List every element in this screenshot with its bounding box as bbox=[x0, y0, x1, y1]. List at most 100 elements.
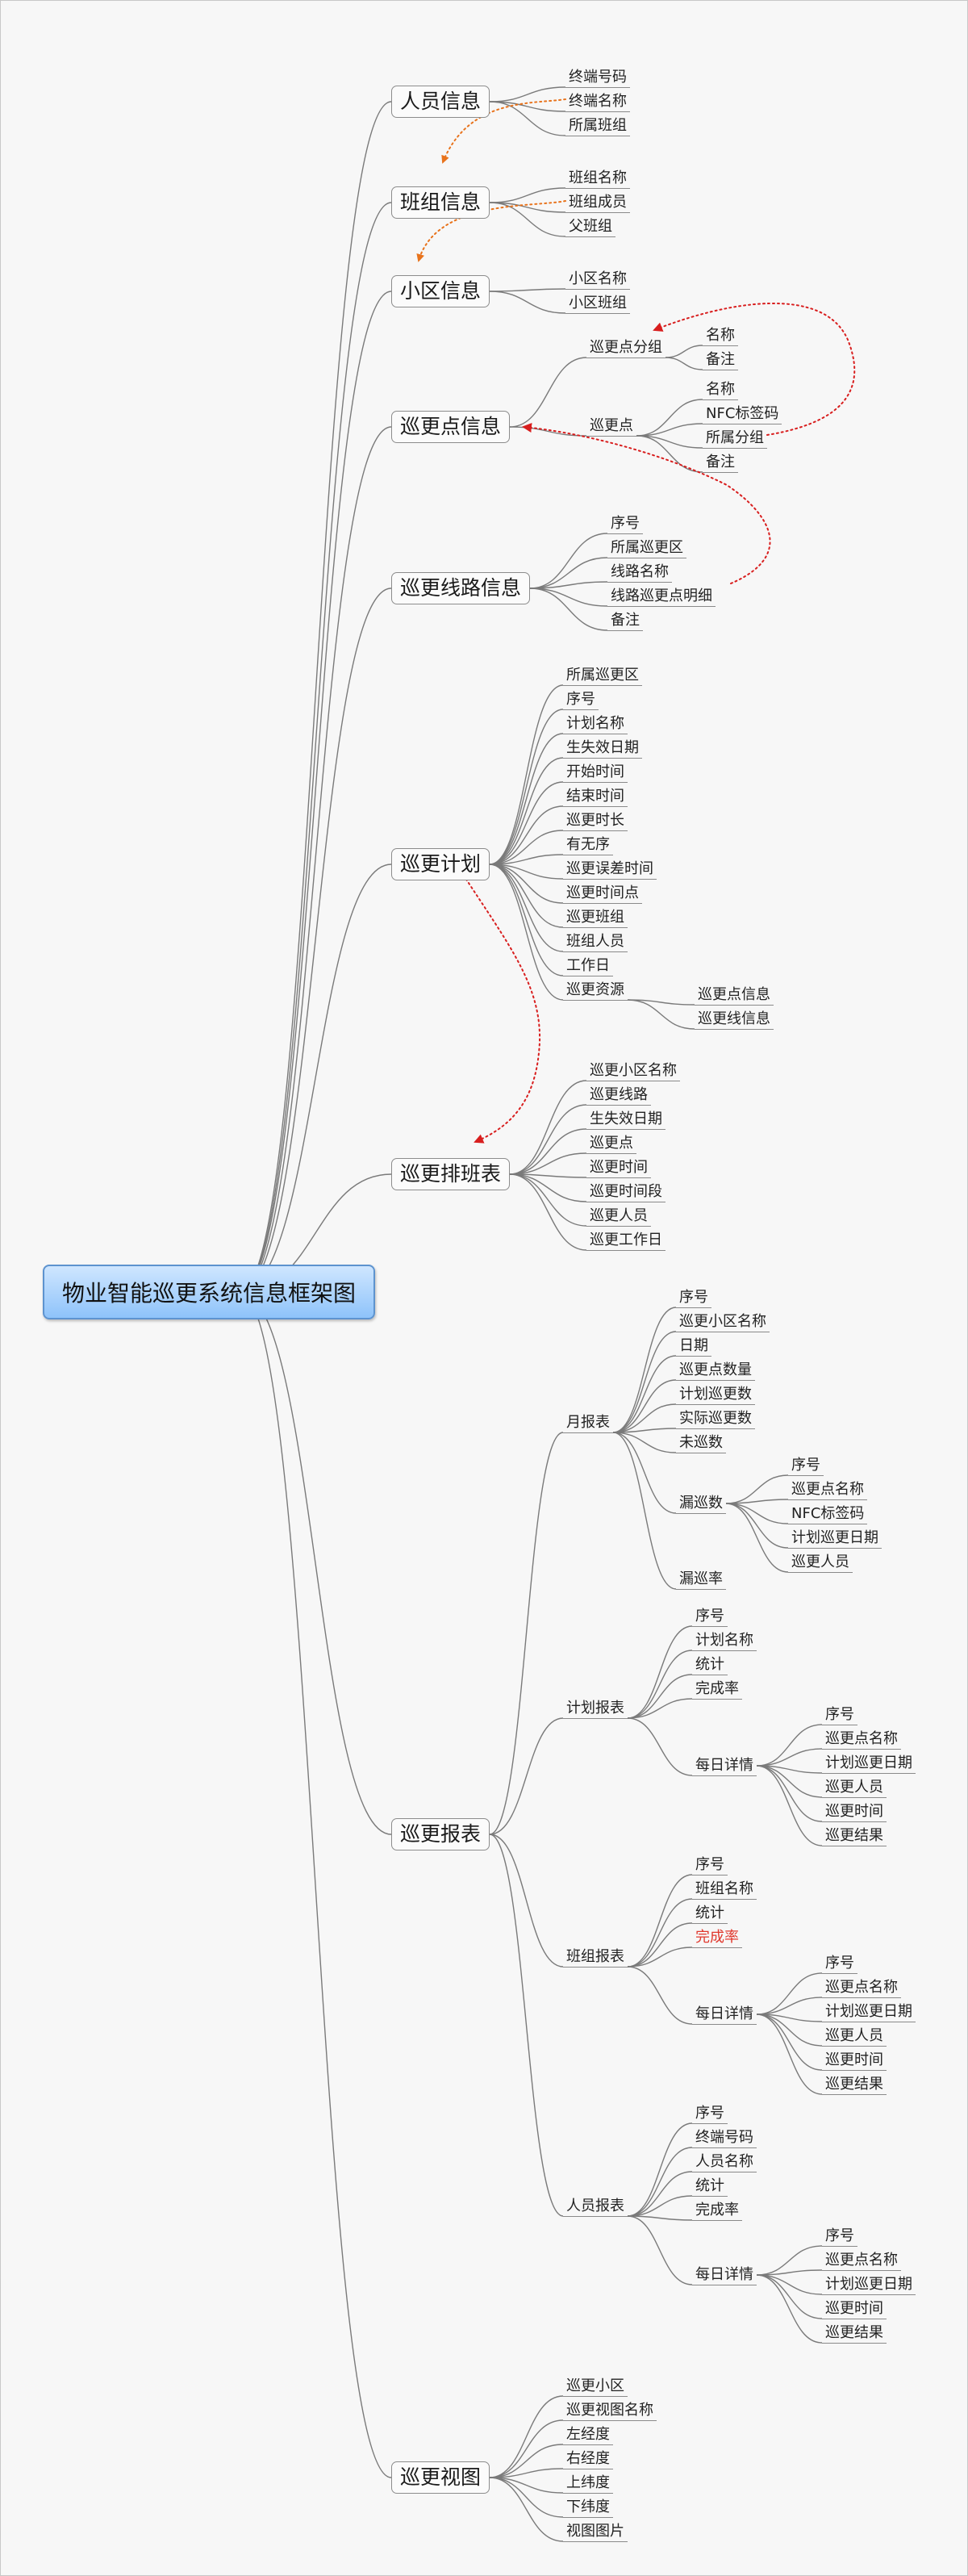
report-3-item-connector-5 bbox=[627, 2215, 693, 2285]
plan-item-connector-2 bbox=[489, 733, 564, 865]
plan-item-connector-6 bbox=[489, 830, 564, 865]
report-2-detail-3: 巡更人员 bbox=[822, 2026, 887, 2047]
branch-5: 巡更计划 bbox=[391, 848, 490, 880]
report-2-detail-2: 计划巡更日期 bbox=[822, 2002, 916, 2022]
branch-4-leaf-4: 备注 bbox=[607, 611, 643, 631]
branch-connector-2 bbox=[239, 291, 392, 1293]
report-0-item-0: 序号 bbox=[676, 1288, 711, 1308]
branch-connector-3 bbox=[239, 426, 392, 1293]
report-1-detail-connector-4 bbox=[756, 1765, 823, 1822]
branch-connector-8 bbox=[239, 1291, 392, 2478]
report-1-item-0: 序号 bbox=[692, 1607, 728, 1627]
report-3-detail-connector-2 bbox=[756, 2274, 823, 2295]
report-3-item-connector-1 bbox=[627, 2147, 693, 2217]
report-0-detail-connector-1 bbox=[725, 1499, 789, 1504]
branch-4-leaf-connector-4 bbox=[529, 588, 608, 631]
point-group-1-leaf-3: 备注 bbox=[703, 453, 738, 473]
branch-connector-7 bbox=[239, 1291, 392, 1835]
plan-item-3: 生失效日期 bbox=[563, 738, 642, 759]
report-2-detail-4: 巡更时间 bbox=[822, 2051, 887, 2071]
branch-6: 巡更排班表 bbox=[391, 1158, 511, 1190]
plan-item-connector-11 bbox=[489, 864, 564, 952]
point-group-0-leaf-1: 备注 bbox=[703, 350, 738, 370]
branch-connector-0 bbox=[239, 101, 392, 1293]
plan-item-connector-1 bbox=[489, 709, 564, 865]
report-3-detail-3: 巡更时间 bbox=[822, 2299, 887, 2319]
branch-6-leaf-connector-7 bbox=[509, 1173, 587, 1251]
point-group-1-leaf-connector-2 bbox=[636, 435, 703, 449]
branch-6-leaf-connector-4 bbox=[509, 1173, 587, 1178]
report-connector-1 bbox=[489, 1717, 564, 1835]
plan-item-10: 巡更班组 bbox=[563, 908, 628, 928]
root-node: 物业智能巡更系统信息框架图 bbox=[43, 1265, 376, 1319]
report-2-detail-connector-4 bbox=[756, 2014, 823, 2071]
report-1: 计划报表 bbox=[563, 1699, 628, 1719]
plan-item-4: 开始时间 bbox=[563, 763, 628, 783]
report-0-item-1: 巡更小区名称 bbox=[676, 1312, 770, 1332]
report-3-item-connector-2 bbox=[627, 2171, 693, 2217]
report-1-item-1: 计划名称 bbox=[692, 1631, 757, 1651]
branch-4-leaf-connector-2 bbox=[529, 581, 608, 589]
report-1-item-connector-3 bbox=[627, 1698, 693, 1719]
branch-8-leaf-connector-3 bbox=[489, 2468, 564, 2478]
branch-8-leaf-1: 巡更视图名称 bbox=[563, 2401, 657, 2421]
relation-arrow-personnel-to-team bbox=[441, 98, 566, 164]
report-2-item-0: 序号 bbox=[692, 1855, 728, 1876]
relation-arrow-plan-to-schedule bbox=[460, 870, 541, 1144]
relation-arrow-point-group-loop bbox=[653, 303, 856, 436]
report-0-item-2: 日期 bbox=[676, 1336, 711, 1357]
branch-6-leaf-5: 巡更时间段 bbox=[586, 1182, 666, 1202]
plan-item-8: 巡更误差时间 bbox=[563, 859, 657, 880]
report-1-item-4: 每日详情 bbox=[692, 1756, 757, 1776]
report-1-detail-connector-3 bbox=[756, 1765, 823, 1798]
report-3-item-connector-4 bbox=[627, 2215, 693, 2221]
report-0-item-3: 巡更点数量 bbox=[676, 1361, 755, 1381]
plan-item-connector-3 bbox=[489, 757, 564, 865]
branch-connector-1 bbox=[239, 202, 392, 1293]
report-0-detail-0: 序号 bbox=[788, 1456, 824, 1476]
branch-0: 人员信息 bbox=[391, 86, 490, 118]
branch-6-leaf-connector-2 bbox=[509, 1128, 587, 1175]
report-1-detail-connector-2 bbox=[756, 1765, 823, 1774]
branch-1-leaf-0: 班组名称 bbox=[565, 169, 630, 189]
report-0-item-connector-1 bbox=[612, 1331, 677, 1433]
branch-7: 巡更报表 bbox=[391, 1818, 490, 1850]
report-0-item-connector-4 bbox=[612, 1403, 677, 1433]
branch-connector-4 bbox=[239, 588, 392, 1293]
relation-arrow-route-detail-to-point-info bbox=[522, 422, 771, 584]
report-3-item-connector-0 bbox=[627, 2122, 693, 2217]
branch-0-leaf-connector-1 bbox=[489, 101, 566, 112]
plan-item-5: 结束时间 bbox=[563, 787, 628, 807]
report-0-detail-connector-4 bbox=[725, 1503, 789, 1573]
report-1-detail-1: 巡更点名称 bbox=[822, 1729, 901, 1750]
branch-4-leaf-1: 所属巡更区 bbox=[607, 538, 686, 558]
plan-item-13: 巡更资源 bbox=[563, 981, 628, 1001]
branch-4-leaf-2: 线路名称 bbox=[607, 562, 672, 583]
report-3-detail-connector-0 bbox=[756, 2245, 823, 2276]
branch-6-leaf-7: 巡更工作日 bbox=[586, 1231, 666, 1251]
report-3-item-0: 序号 bbox=[692, 2104, 728, 2124]
point-group-1: 巡更点 bbox=[586, 416, 636, 437]
plan-item-1: 序号 bbox=[563, 690, 599, 710]
branch-2: 小区信息 bbox=[391, 275, 490, 307]
report-0-detail-4: 巡更人员 bbox=[788, 1553, 853, 1573]
branch-6-leaf-connector-3 bbox=[509, 1152, 587, 1175]
branch-4-leaf-0: 序号 bbox=[607, 514, 643, 534]
report-2-item-connector-4 bbox=[627, 1966, 693, 2025]
branch-2-leaf-connector-1 bbox=[489, 291, 566, 314]
report-1-detail-connector-0 bbox=[756, 1724, 823, 1767]
branch-1-leaf-2: 父班组 bbox=[565, 217, 615, 237]
branch-6-leaf-2: 生失效日期 bbox=[586, 1110, 666, 1130]
branch-1: 班组信息 bbox=[391, 186, 490, 219]
report-1-detail-5: 巡更结果 bbox=[822, 1826, 887, 1846]
point-group-1-leaf-connector-3 bbox=[636, 435, 703, 473]
branch-8-leaf-5: 下纬度 bbox=[563, 2498, 613, 2518]
report-0-detail-connector-2 bbox=[725, 1503, 789, 1524]
branch-6-leaf-3: 巡更点 bbox=[586, 1134, 636, 1154]
point-group-1-leaf-1: NFC标签码 bbox=[703, 404, 782, 424]
report-1-item-connector-4 bbox=[627, 1717, 693, 1776]
plan-item-6: 巡更时长 bbox=[563, 811, 628, 831]
report-1-detail-connector-1 bbox=[756, 1748, 823, 1767]
branch-8-leaf-0: 巡更小区 bbox=[563, 2377, 628, 2397]
branch-1-leaf-1: 班组成员 bbox=[565, 193, 630, 213]
